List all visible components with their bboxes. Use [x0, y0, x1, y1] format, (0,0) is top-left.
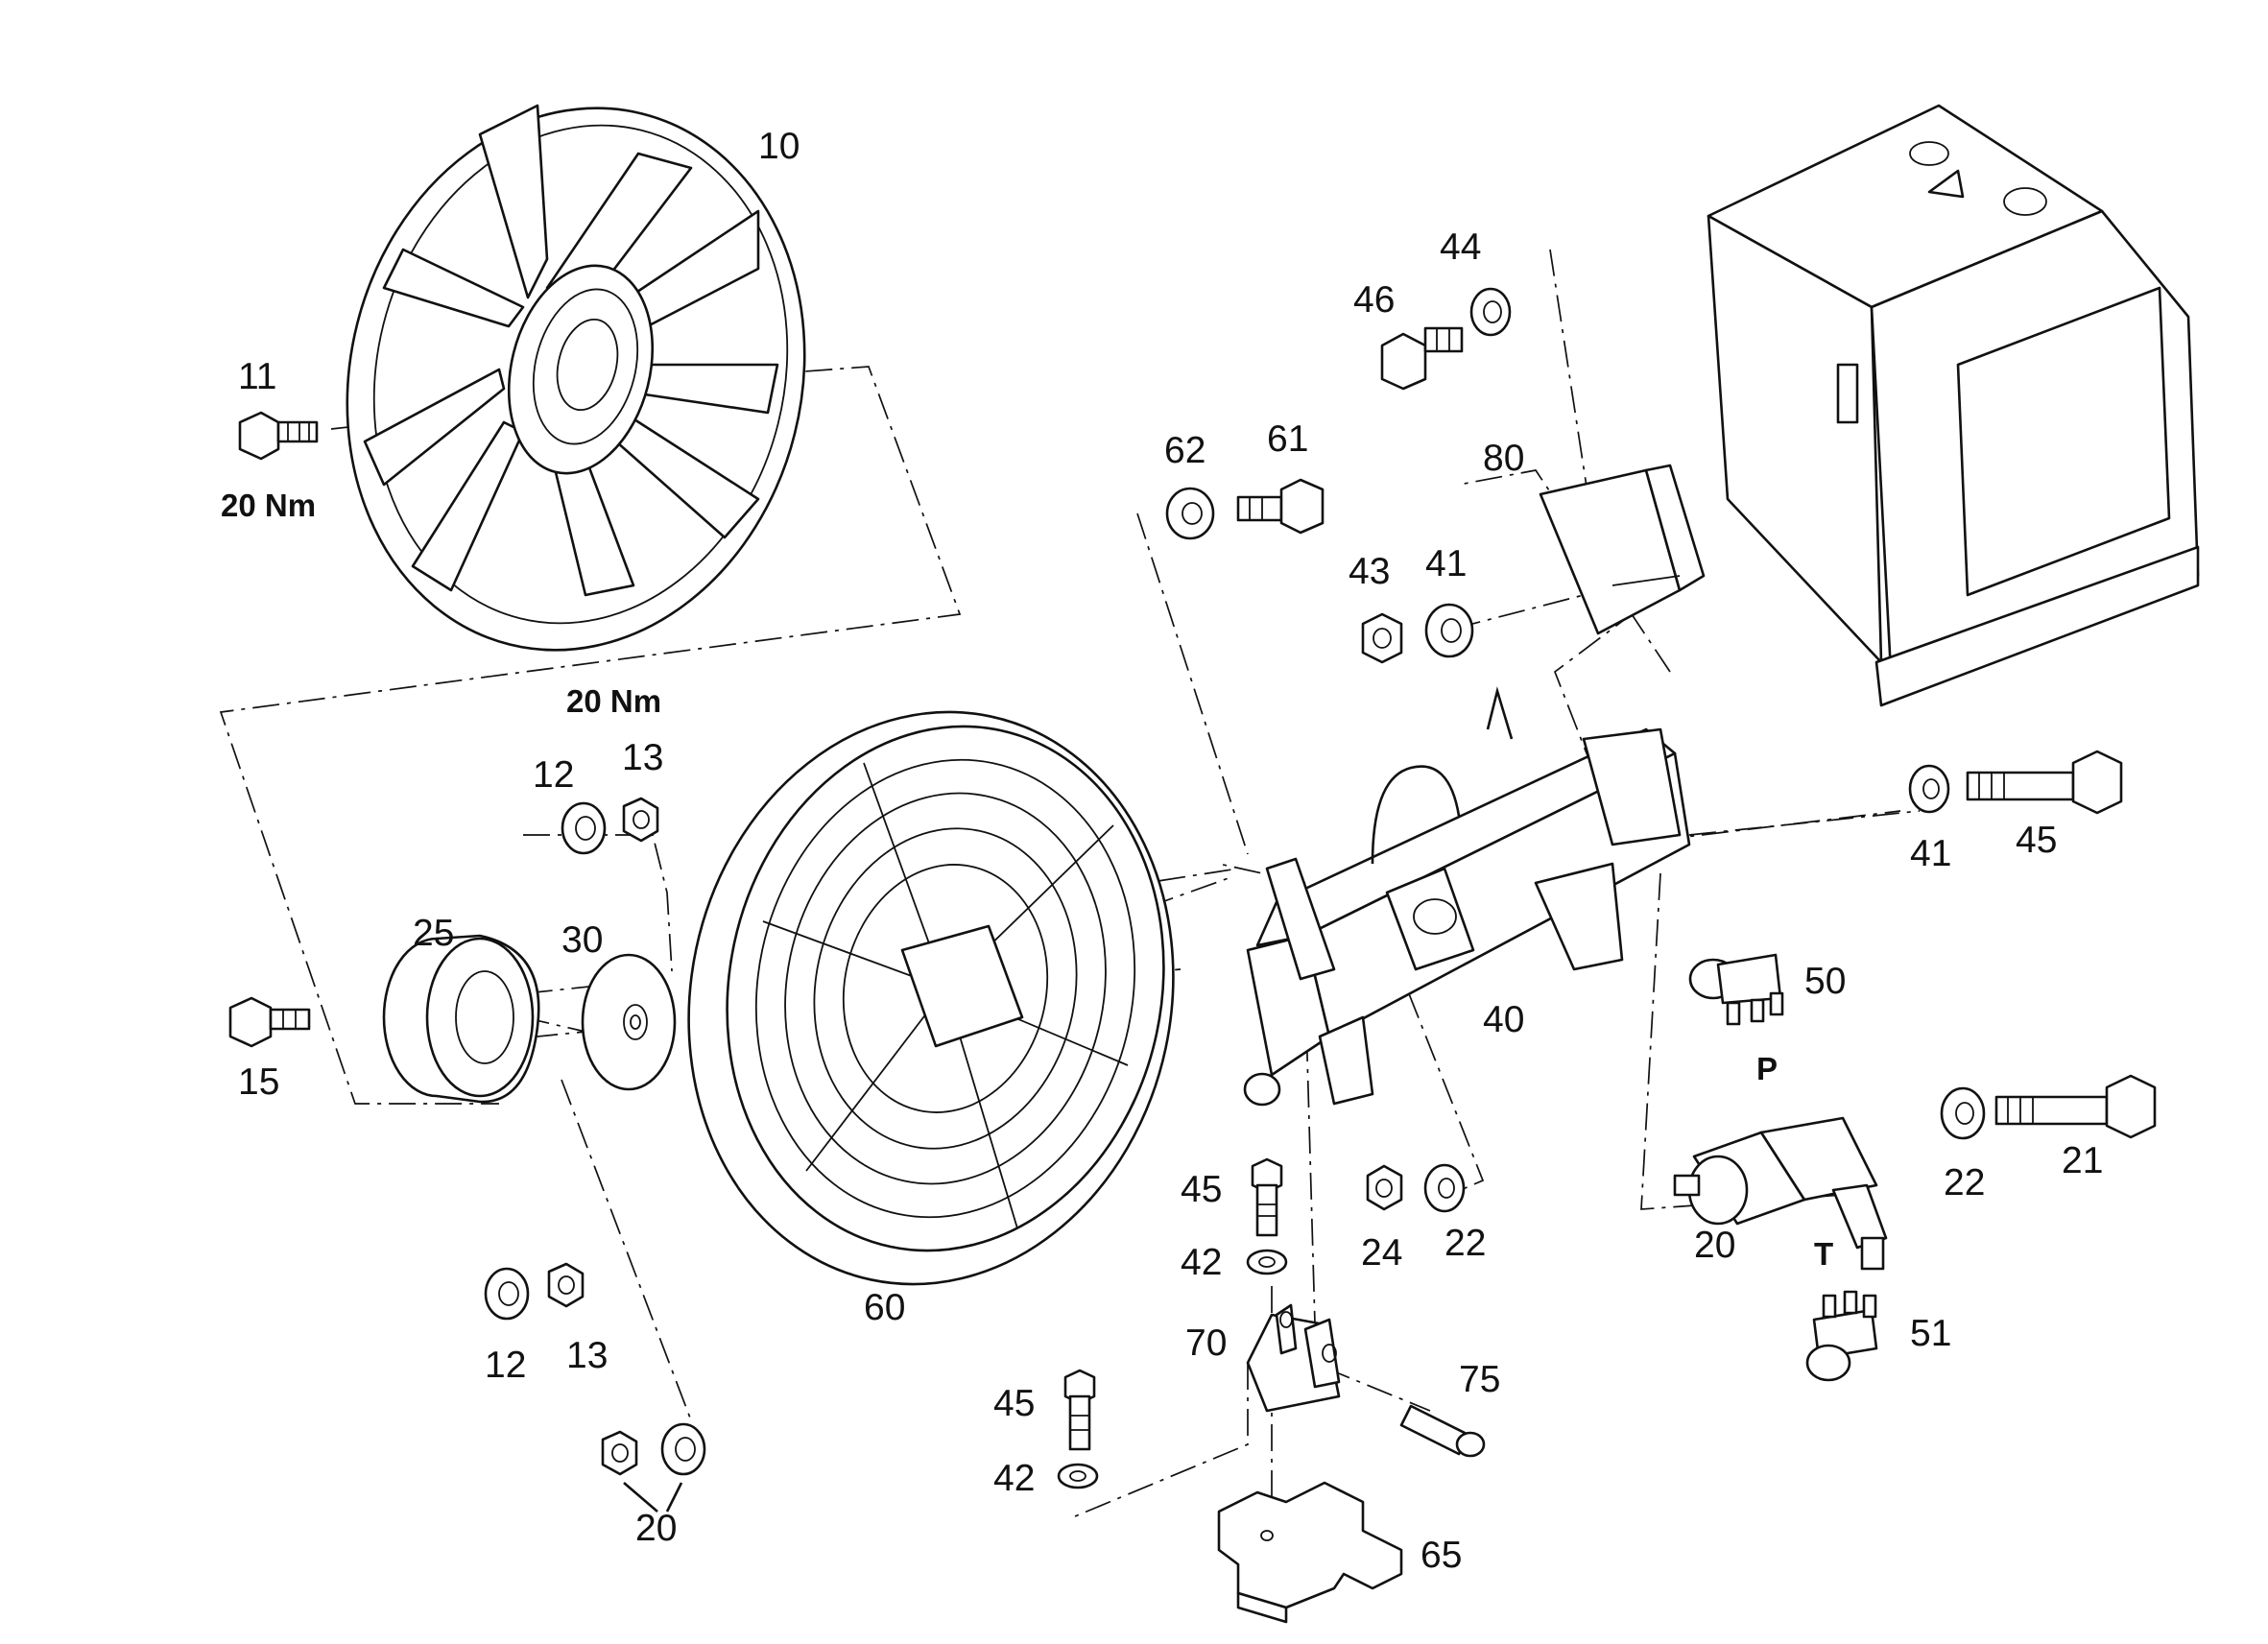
callout-70: 70 — [1185, 1322, 1227, 1364]
callout-22-center: 22 — [1444, 1223, 1486, 1264]
pin-part-75 — [1399, 1404, 1486, 1458]
washer-part-41-right — [1908, 764, 1950, 814]
hydraulic-motor-part-20 — [1673, 1116, 1888, 1271]
callout-13-upper: 13 — [622, 737, 663, 778]
nut-part-13-upper — [622, 797, 659, 843]
callout-22-right: 22 — [1944, 1162, 1985, 1203]
callout-40: 40 — [1483, 999, 1524, 1040]
callout-60: 60 — [864, 1287, 905, 1328]
callout-61: 61 — [1267, 418, 1308, 460]
callout-46: 46 — [1353, 279, 1395, 321]
callout-43: 43 — [1349, 551, 1390, 592]
base-plate-part-65 — [1217, 1481, 1403, 1624]
nut-washer-part-20-left — [601, 1422, 706, 1513]
bolt-part-21 — [1994, 1074, 2157, 1139]
washer-part-42-lower — [1057, 1463, 1099, 1489]
callout-65: 65 — [1420, 1535, 1462, 1576]
fan-guard-part-60 — [687, 710, 1175, 1286]
mounting-frame-part-40 — [1243, 686, 1691, 1107]
bracket-part-80 — [1539, 464, 1706, 635]
callout-62: 62 — [1164, 430, 1206, 471]
washer-part-12-upper — [561, 801, 607, 855]
callout-45-lower: 45 — [993, 1383, 1035, 1424]
callout-45-right: 45 — [2016, 820, 2057, 861]
callout-labels: 10 11 20 Nm 20 Nm 12 13 25 30 15 12 13 2… — [221, 126, 2103, 1576]
torque-label-mid: 20 Nm — [566, 683, 661, 719]
bolt-part-45-center — [1251, 1157, 1283, 1237]
callout-42-lower: 42 — [993, 1458, 1035, 1499]
bolt-part-11 — [238, 411, 319, 461]
washer-part-42-center — [1246, 1249, 1288, 1275]
callout-30: 30 — [561, 919, 603, 961]
callout-44: 44 — [1440, 226, 1481, 268]
washer-part-62 — [1165, 487, 1215, 540]
radiator-housing — [1707, 104, 2200, 707]
washer-part-44 — [1469, 287, 1512, 337]
bolt-part-15 — [228, 996, 311, 1048]
callout-15: 15 — [238, 1061, 279, 1103]
hub-part-25 — [382, 934, 540, 1104]
fan-wheel-part-10 — [346, 104, 806, 652]
callout-20-motor: 20 — [1694, 1225, 1735, 1266]
bolt-part-45-lower — [1063, 1369, 1096, 1451]
callout-42-center: 42 — [1181, 1242, 1222, 1283]
callout-75: 75 — [1459, 1359, 1500, 1400]
callout-11: 11 — [238, 356, 277, 397]
washer-part-12-lower — [484, 1267, 530, 1321]
callout-12-upper: 12 — [533, 754, 574, 796]
callout-24: 24 — [1361, 1232, 1402, 1274]
bolt-part-45-right — [1966, 750, 2123, 815]
washer-part-22-center — [1423, 1163, 1466, 1213]
callout-50: 50 — [1804, 961, 1846, 1002]
callout-51: 51 — [1910, 1313, 1951, 1354]
adapter-plate-part-30 — [581, 953, 677, 1091]
torque-label-top: 20 Nm — [221, 488, 316, 523]
port-label-t: T — [1814, 1236, 1833, 1272]
bolt-part-61 — [1236, 478, 1325, 535]
fitting-part-51 — [1805, 1290, 1878, 1382]
fitting-part-50 — [1688, 953, 1784, 1026]
nut-part-24 — [1366, 1164, 1403, 1211]
callout-45-center: 45 — [1181, 1169, 1222, 1210]
callout-10: 10 — [758, 126, 800, 167]
washer-part-22-right — [1940, 1086, 1986, 1140]
callout-41-right: 41 — [1910, 833, 1951, 874]
callout-41-upper: 41 — [1425, 543, 1467, 584]
port-label-p: P — [1756, 1051, 1778, 1086]
callout-25: 25 — [413, 913, 454, 954]
support-part-70 — [1246, 1303, 1341, 1413]
nut-part-13-lower — [547, 1262, 585, 1308]
callout-80: 80 — [1483, 438, 1524, 479]
washer-part-41-upper — [1424, 603, 1474, 658]
bolt-part-46 — [1380, 326, 1464, 391]
callout-20-left: 20 — [635, 1508, 677, 1549]
callout-13-lower: 13 — [566, 1335, 608, 1376]
callout-12-lower: 12 — [485, 1345, 526, 1386]
nut-part-43 — [1361, 612, 1403, 664]
callout-21: 21 — [2062, 1140, 2103, 1181]
